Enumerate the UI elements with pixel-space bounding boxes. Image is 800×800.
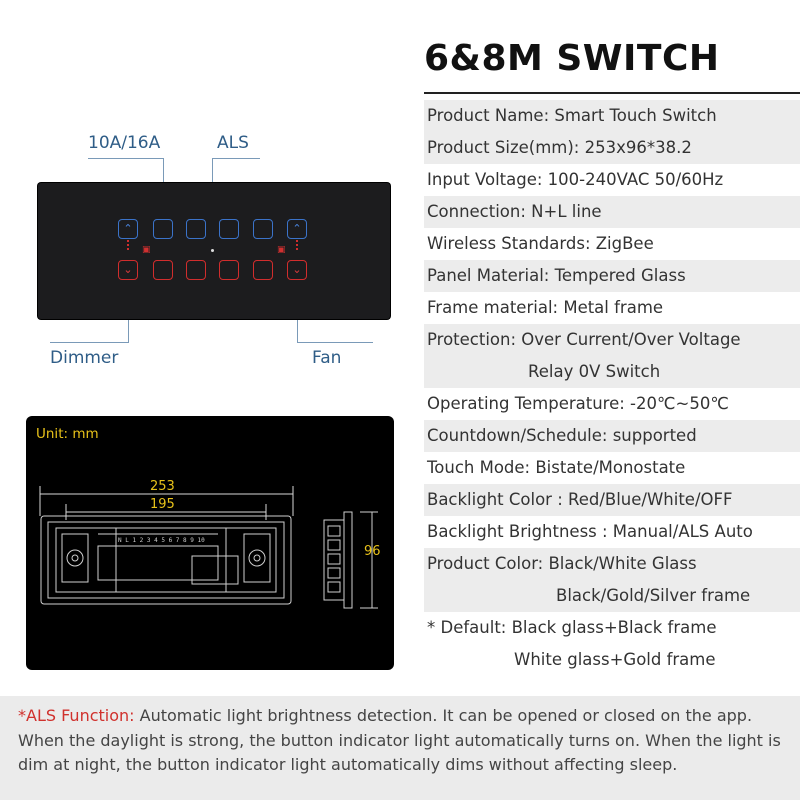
dimmer-level-dots (127, 240, 129, 252)
fan-level-dots (296, 240, 298, 252)
spec-row: Relay 0V Switch (424, 356, 800, 388)
als-label: ALS (217, 133, 249, 153)
touch-key[interactable] (253, 219, 273, 239)
spec-row: Black/Gold/Silver frame (424, 580, 800, 612)
spec-row: Connection: N+L line (424, 196, 800, 228)
dimmer-down-key[interactable]: ⌄ (118, 260, 138, 280)
spec-list: Product Name: Smart Touch Switch Product… (424, 100, 800, 676)
dimmer-up-key[interactable]: ⌃ (118, 219, 138, 239)
fan-up-key[interactable]: ⌃ (287, 219, 307, 239)
als-function-note: *ALS Function: Automatic light brightnes… (0, 696, 800, 800)
touch-key[interactable] (253, 260, 273, 280)
dimmer-indicator-icon: ▣ (142, 245, 151, 255)
spec-text: Relay 0V Switch (528, 362, 661, 381)
spec-text: Backlight Brightness : Manual/ALS Auto (427, 522, 753, 541)
spec-row: Operating Temperature: -20℃~50℃ (424, 388, 800, 420)
spec-text: Wireless Standards: ZigBee (427, 234, 654, 253)
fan-down-key[interactable]: ⌄ (287, 260, 307, 280)
spec-row: Frame material: Metal frame (424, 292, 800, 324)
spec-row: Backlight Brightness : Manual/ALS Auto (424, 516, 800, 548)
rating-leader (88, 158, 164, 159)
title-underline (424, 92, 800, 94)
dimmer-label: Dimmer (50, 348, 119, 368)
spec-row: * Default: Black glass+Black frame (424, 612, 800, 644)
svg-text:N L 1 2 3 4 5 6 7 8 9 10: N L 1 2 3 4 5 6 7 8 9 10 (118, 537, 205, 544)
technical-drawing-svg: N L 1 2 3 4 5 6 7 8 9 10 (39, 486, 378, 609)
touch-key[interactable] (219, 260, 239, 280)
spec-row: Backlight Color : Red/Blue/White/OFF (424, 484, 800, 516)
dimmer-leader (50, 342, 129, 343)
switch-panel: ⌃ ⌃ ▣ ▣ ⌄ ⌄ (38, 183, 390, 319)
width-inner-value: 195 (150, 497, 175, 512)
spec-text: White glass+Gold frame (514, 650, 716, 669)
fan-indicator-icon: ▣ (277, 245, 286, 255)
touch-key[interactable] (186, 260, 206, 280)
spec-text: Input Voltage: 100-240VAC 50/60Hz (427, 170, 724, 189)
spec-text: * Default: Black glass+Black frame (427, 618, 717, 637)
rating-label: 10A/16A (88, 133, 161, 153)
als-sensor-dot (211, 249, 214, 252)
spec-text: Product Size(mm): 253x96*38.2 (427, 138, 692, 157)
touch-key[interactable] (219, 219, 239, 239)
spec-text: Connection: N+L line (427, 202, 602, 221)
als-note-paragraph: *ALS Function: Automatic light brightnes… (18, 704, 788, 778)
als-note-text: Automatic light brightness detection. It… (18, 706, 781, 774)
spec-text: Countdown/Schedule: supported (427, 426, 697, 445)
spec-text: Backlight Color : Red/Blue/White/OFF (427, 490, 733, 509)
spec-row: White glass+Gold frame (424, 644, 800, 676)
spec-text: Frame material: Metal frame (427, 298, 664, 317)
spec-text: Operating Temperature: -20℃~50℃ (427, 394, 729, 413)
page-title: 6&8M SWITCH (424, 38, 720, 79)
spec-text: Touch Mode: Bistate/Monostate (427, 458, 686, 477)
spec-row: Countdown/Schedule: supported (424, 420, 800, 452)
chevron-up-icon: ⌃ (292, 222, 302, 235)
spec-row: Wireless Standards: ZigBee (424, 228, 800, 260)
touch-key[interactable] (186, 219, 206, 239)
fan-label: Fan (312, 348, 342, 368)
spec-row: Protection: Over Current/Over Voltage (424, 324, 800, 356)
width-total-value: 253 (150, 479, 175, 494)
spec-row: Touch Mode: Bistate/Monostate (424, 452, 800, 484)
chevron-down-icon: ⌄ (123, 263, 133, 276)
spec-row: Input Voltage: 100-240VAC 50/60Hz (424, 164, 800, 196)
touch-key[interactable] (153, 260, 173, 280)
spec-text: Protection: Over Current/Over Voltage (427, 330, 741, 349)
unit-label: Unit: mm (36, 426, 99, 442)
spec-row: Panel Material: Tempered Glass (424, 260, 800, 292)
spec-row: Product Name: Smart Touch Switch (424, 100, 800, 132)
spec-row: Product Color: Black/White Glass (424, 548, 800, 580)
spec-row: Product Size(mm): 253x96*38.2 (424, 132, 800, 164)
dimension-drawing: Unit: mm 253 195 96 (26, 416, 394, 670)
fan-leader (297, 342, 373, 343)
spec-text: Product Name: Smart Touch Switch (427, 106, 717, 125)
spec-text: Panel Material: Tempered Glass (427, 266, 686, 285)
spec-text: Product Color: Black/White Glass (427, 554, 697, 573)
chevron-up-icon: ⌃ (123, 222, 133, 235)
spec-text: Black/Gold/Silver frame (556, 586, 751, 605)
chevron-down-icon: ⌄ (292, 263, 302, 276)
als-leader (212, 158, 260, 159)
touch-key[interactable] (153, 219, 173, 239)
als-note-label: *ALS Function: (18, 706, 135, 725)
